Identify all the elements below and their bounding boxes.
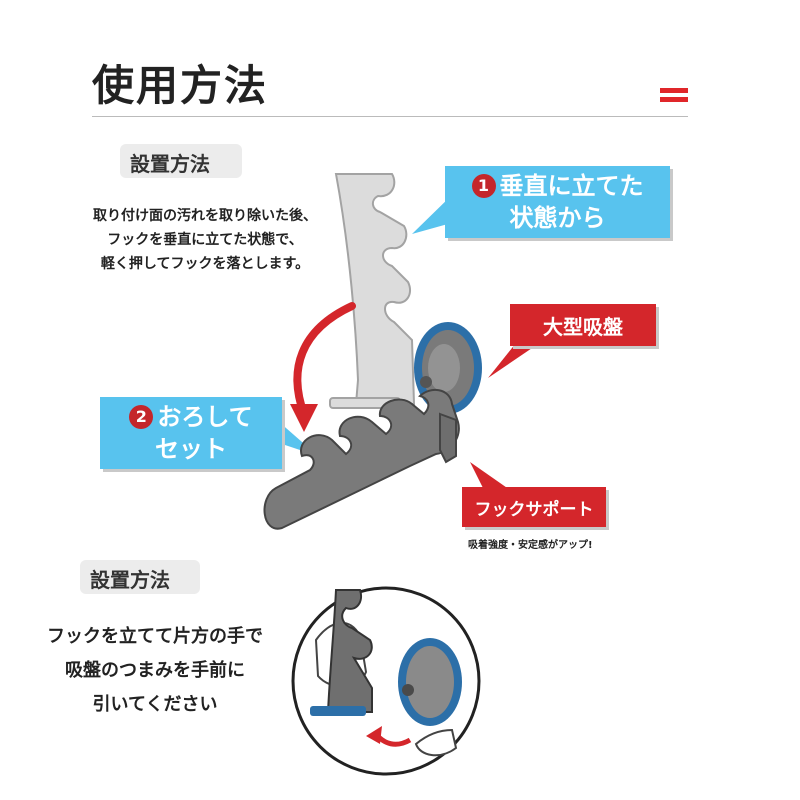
detail-hook-base bbox=[310, 706, 366, 716]
lowered-hook bbox=[263, 388, 460, 530]
support-note: 吸着強度・安定感がアップ! bbox=[468, 540, 593, 551]
detail-hook bbox=[326, 589, 373, 713]
title-divider bbox=[92, 116, 688, 117]
section2-desc-line: 引いてください bbox=[92, 694, 218, 715]
page-title: 使用方法 bbox=[92, 61, 269, 110]
section2-label: 設置方法 bbox=[80, 560, 200, 594]
section1-label: 設置方法 bbox=[120, 144, 242, 178]
accent-mark-bottom bbox=[660, 97, 688, 102]
hand-right bbox=[414, 728, 458, 757]
step1-line2: 状態から bbox=[509, 204, 606, 232]
ghost-vertical-hook bbox=[329, 173, 416, 409]
step1-number: 1 bbox=[471, 174, 496, 198]
suction-callout: 大型吸盤 bbox=[510, 304, 656, 346]
section2-desc-line: フックを立てて片方の手で bbox=[47, 626, 263, 647]
pull-arrow-head bbox=[366, 726, 382, 744]
detail-knob bbox=[402, 684, 414, 696]
step2-number: 2 bbox=[129, 405, 154, 429]
section2-description: フックを立てて片方の手で 吸盤のつまみを手前に 引いてください bbox=[20, 620, 290, 722]
section1-desc-line: 取り付け面の汚れを取り除いた後、 bbox=[93, 208, 317, 224]
step2-line1: おろして bbox=[157, 403, 253, 431]
step2-line2: セット bbox=[155, 435, 227, 463]
section1-description: 取り付け面の汚れを取り除いた後、 フックを垂直に立てた状態で、 軽く押してフック… bbox=[40, 204, 370, 276]
detail-circle bbox=[291, 586, 481, 776]
suction-pointer bbox=[488, 338, 538, 378]
rotate-arrow-head bbox=[290, 404, 318, 432]
rotate-arrow bbox=[293, 302, 356, 418]
detail-suction-body bbox=[406, 646, 454, 718]
accent-mark-top bbox=[660, 88, 688, 93]
hook-support bbox=[439, 412, 457, 464]
step1-line1: 垂直に立てた bbox=[499, 172, 644, 200]
section2-desc-line: 吸盤のつまみを手前に bbox=[65, 660, 245, 681]
section1-desc-line: 軽く押してフックを落とします。 bbox=[100, 256, 310, 272]
support-callout: フックサポート bbox=[462, 487, 606, 527]
step1-pointer bbox=[412, 192, 455, 234]
suction-cup bbox=[414, 322, 482, 414]
section1-desc-line: フックを垂直に立てた状態で、 bbox=[107, 232, 303, 248]
